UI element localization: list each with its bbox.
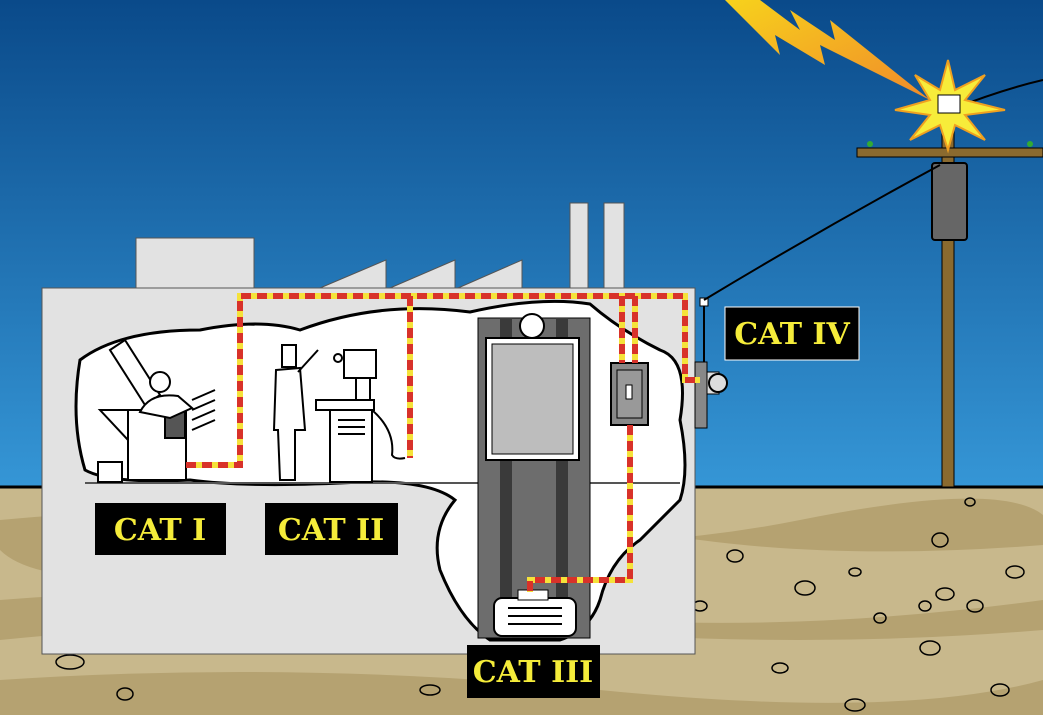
utility-pole [703, 79, 1043, 488]
cat-iii-text: CAT III [473, 655, 593, 690]
cat-iii-label: CAT III [467, 645, 600, 698]
office-worker-computer-icon [97, 338, 216, 483]
smokestack [569, 202, 589, 289]
lightning-bolt-icon [725, 0, 1006, 154]
cat-iv-text: CAT IV [734, 317, 850, 352]
elevator-shaft [477, 313, 591, 639]
drill-press-operator-icon [272, 344, 406, 483]
smokestack [603, 202, 625, 289]
cat-i-text: CAT I [114, 513, 206, 548]
breaker-panel-icon [610, 362, 649, 426]
factory-roof [135, 202, 625, 289]
cat-ii-label: CAT II [265, 503, 398, 555]
transformer-icon [931, 162, 968, 241]
cat-i-label: CAT I [95, 503, 226, 555]
cat-iv-label: CAT IV [724, 306, 860, 361]
wiring-path [186, 293, 700, 592]
cat-ii-text: CAT II [278, 513, 384, 548]
motor-icon [493, 589, 577, 637]
